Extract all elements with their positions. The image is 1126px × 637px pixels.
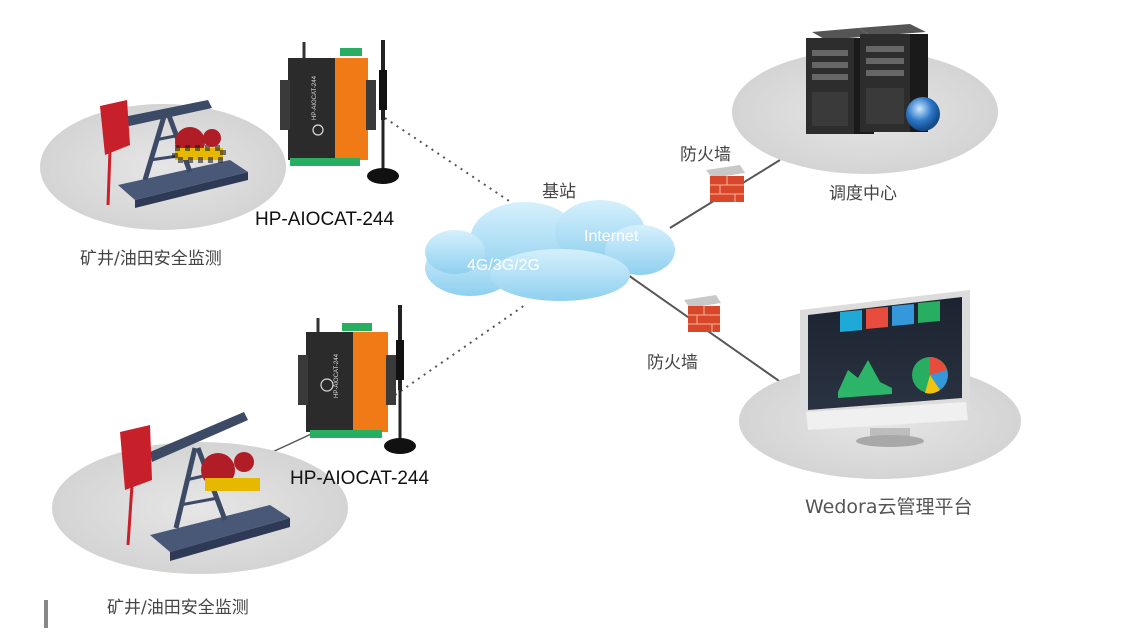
scan-artifact [44, 600, 48, 628]
device-label-small: HP-AIOCAT-244 [312, 75, 318, 120]
site-base-top [40, 104, 286, 230]
base-station-label: 基站 [542, 182, 576, 202]
firewall-label: 防火墙 [647, 353, 698, 373]
dotted-link-top-device [384, 117, 531, 216]
dotted-link-bottom-device [394, 304, 526, 396]
oil-pump-jack-icon [120, 412, 290, 561]
monitor-dashboard-icon [800, 290, 970, 447]
server-icon [806, 24, 928, 134]
internet-label: Internet [584, 228, 639, 245]
site-label: 矿井/油田安全监测 [80, 249, 222, 269]
device-model-label: HP-AIOCAT-244 [255, 209, 395, 230]
platform-label: Wedora云管理平台 [805, 496, 973, 518]
gateway-device-icon: HP-AIOCAT-244 [298, 305, 416, 454]
dispatch-center-label: 调度中心 [829, 184, 897, 204]
site-base-bottom [52, 442, 348, 574]
firewall-label: 防火墙 [680, 145, 731, 165]
device-model-label: HP-AIOCAT-244 [290, 468, 430, 489]
firewall-icon [706, 165, 745, 202]
globe-icon [906, 97, 940, 131]
device-label-small: HP-AIOCAT-244 [334, 353, 340, 398]
site-label: 矿井/油田安全监测 [107, 598, 249, 618]
network-type-label: 4G/3G/2G [467, 257, 540, 274]
firewall-icon [684, 295, 721, 332]
oil-pump-jack-icon [100, 100, 248, 208]
network-cloud [425, 200, 675, 301]
gateway-device-icon: HP-AIOCAT-244 [280, 40, 399, 184]
